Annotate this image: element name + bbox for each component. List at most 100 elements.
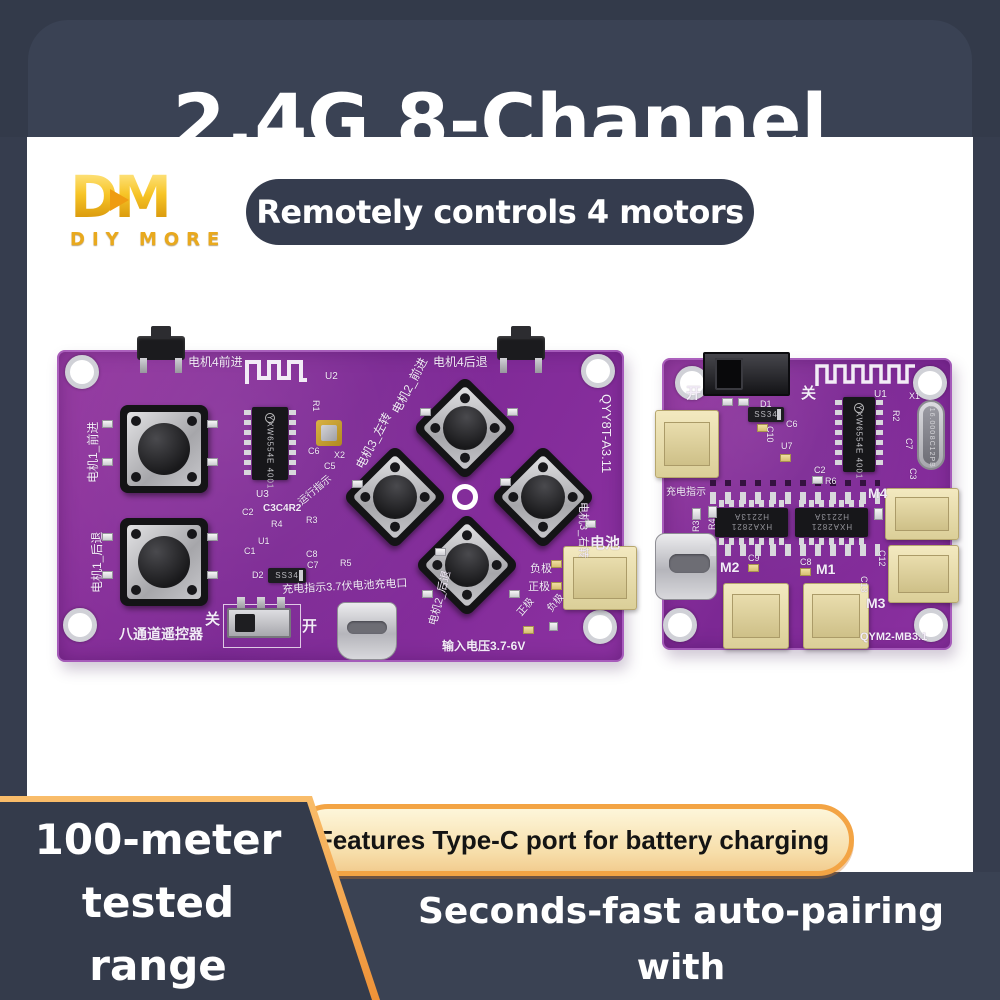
ic-logo [265,413,275,423]
ic-pins [799,538,864,545]
silkscreen-label: 负极 [530,563,552,575]
ic-pins [799,500,864,507]
silkscreen-label: 正极 [515,596,537,619]
silkscreen-label: D2 [252,570,264,580]
range-line1: 100-meter [34,815,282,864]
button-cap [138,423,190,475]
type-c-port[interactable] [337,602,397,660]
silkscreen-label: 电机1_前进 [86,421,100,483]
silkscreen-label: 电机2_前进 [389,355,431,417]
silkscreen-label: 电机4前进 [188,355,243,369]
switch-pin [257,597,265,608]
ic-marking: YXW6554E 4001 [265,415,275,490]
crystal-marking: N16.000 8C12PB [927,402,935,469]
ic-pins [876,400,883,469]
silkscreen-label: M3 [866,595,886,611]
power-slide-switch[interactable] [703,352,790,396]
silkscreen-label: 关 [801,385,817,402]
switch-cap [511,326,531,339]
tact-switch-motor4-back[interactable] [493,326,549,373]
silkscreen-label: R3 [306,515,318,525]
ic-pins [719,500,784,507]
feature-pill-label: Features Type-C port for battery chargin… [316,824,830,855]
button-corner [131,529,141,539]
silkscreen-label: C6 [308,446,320,456]
silkscreen-label: 八通道遥控器 [119,626,203,642]
motor3-connector[interactable] [888,545,959,603]
battery-connector[interactable] [563,546,637,610]
silkscreen-label: R3 [691,520,701,532]
power-slide-switch[interactable] [227,597,291,638]
remote-silkscreen-layer: 电机4前进电机4后退电机1_前进电机1_后退电机2_前进电机3_左转电机3_右转… [57,350,624,662]
tact-switch-motor4-forward[interactable] [133,326,189,373]
feature-pill: Features Type-C port for battery chargin… [292,804,854,876]
silkscreen-label: C5 [324,461,336,471]
silkscreen-label: U1 [874,389,887,400]
switch-knob [715,358,744,390]
diode-ss34: SS34 [268,568,306,583]
silkscreen-label: 电机3_左转 [353,410,395,472]
silkscreen-label: X1 [909,391,921,401]
jst-connector[interactable] [655,410,719,478]
silkscreen-label: 开 [302,618,318,635]
receiver-board: SS34 YXW6554E 4001 N16.000 8C12PB HXA282… [655,352,959,650]
diode-marking: SS34 [754,410,778,419]
button-corner [187,416,197,426]
mounting-hole [583,610,617,644]
crystal-line: N16.000 [928,401,936,436]
silkscreen-ring [452,484,478,510]
silkscreen-label: R5 [340,558,352,568]
mounting-hole [65,355,99,389]
switch-pin [277,597,285,608]
feature-badge: Remotely controls 4 motors [246,179,754,245]
silkscreen-label: 开 [686,385,702,402]
remote-control-board: YXW6554E 4001 SS34 电机4前进电机4后退电机1_前进电机1_后… [57,326,637,662]
switch-leg [175,358,182,373]
silkscreen-label: 充电指示 [666,487,706,498]
range-text: 100-meter tested range [8,808,308,997]
antenna-trace [815,364,915,386]
crystal-line: 8C12PB [928,436,936,469]
rf-ic-chip: YXW6554E 4001 [835,397,883,479]
silkscreen-label: R1 [311,400,321,412]
switch-pin [237,597,245,608]
ic-marking: YXW6554E 4001 [854,405,864,480]
silkscreen-label: 充电指示3.7伏电池充电口 [281,577,408,596]
silkscreen-label: 关 [205,611,221,628]
diymore-logo: DM DIY MORE [70,168,250,253]
silkscreen-label: C9 [748,553,760,563]
silkscreen-label: C2 [242,507,254,517]
type-c-port[interactable] [655,533,717,600]
frame-strip-right [973,137,1000,874]
mounting-hole [63,608,97,642]
silkscreen-label: 运行指示 [296,473,335,508]
silkscreen-label: R6 [825,476,837,486]
silkscreen-label: C3C4R2 [263,503,302,514]
button-corner [187,472,197,482]
push-button-motor1-forward[interactable] [120,405,208,493]
silkscreen-label: C8 [306,549,318,559]
switch-knob [235,614,256,632]
silkscreen-label: U7 [781,441,793,451]
button-corner [187,585,197,595]
ic-pins [719,538,784,545]
push-button-motor1-back[interactable] [120,518,208,606]
button-corner [131,585,141,595]
button-corner [187,529,197,539]
top-banner: 2.4G 8-Channel [0,0,1000,137]
mounting-hole [663,608,697,642]
motor4-connector[interactable] [885,488,959,540]
silkscreen-label: R4 [271,519,283,529]
banner-inner-panel [28,20,972,137]
silkscreen-label: 电池 [590,535,621,552]
diode-ss34: SS34 [748,407,784,422]
play-triangle-icon [110,189,129,211]
motor1-connector[interactable] [803,583,869,649]
crystal-x2 [316,420,342,446]
silkscreen-label: C1 [244,546,256,556]
silkscreen-label: C7 [307,560,319,570]
range-block [0,802,372,1000]
silkscreen-label: C2 [814,465,826,475]
motor2-connector[interactable] [723,583,789,649]
